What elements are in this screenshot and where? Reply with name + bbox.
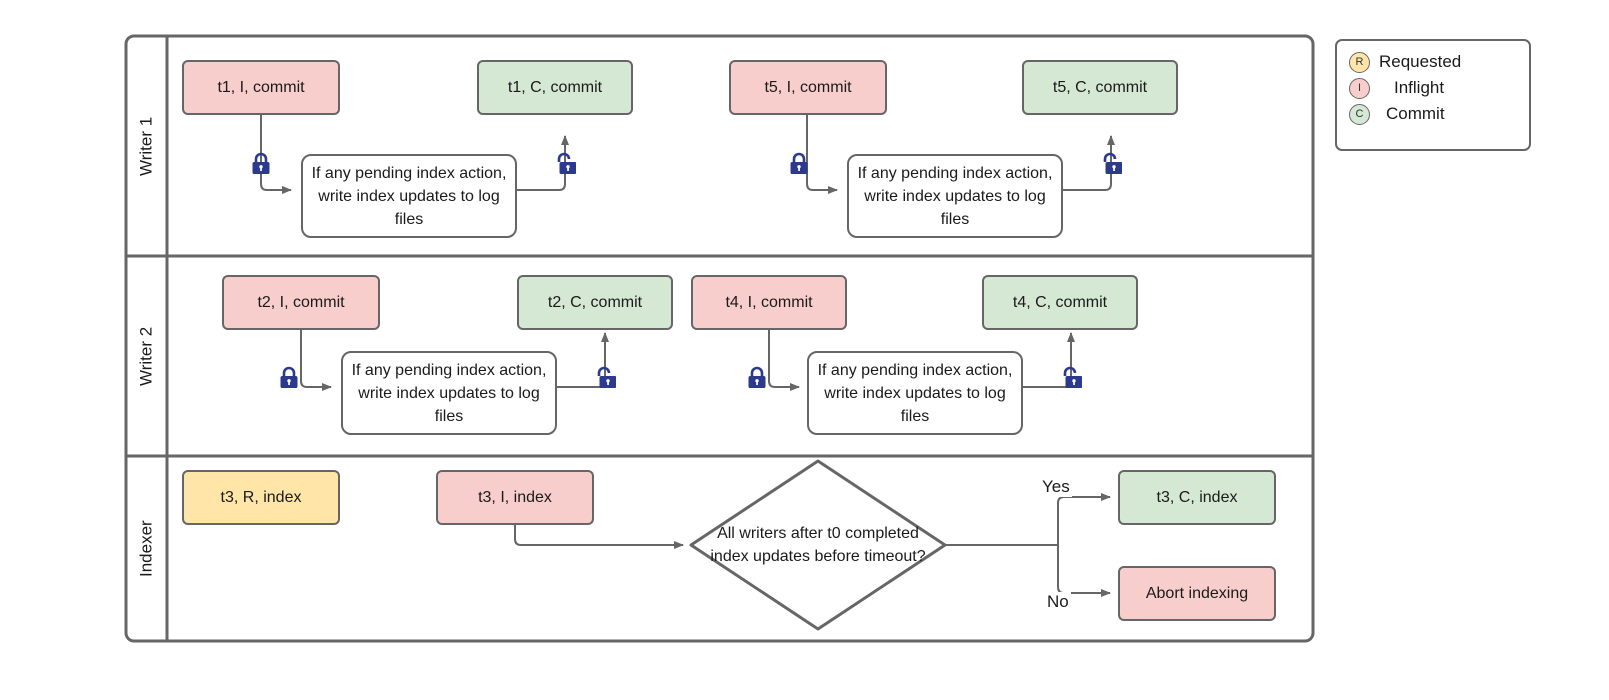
requested-status-icon: R [1349, 51, 1370, 73]
legend-item-commit: C Commit [1349, 101, 1515, 127]
lock-open-icon [557, 152, 576, 174]
node-indexer-decision[interactable]: All writers after t0 completed index upd… [710, 525, 926, 565]
legend-label-inflight: Inflight [1394, 78, 1445, 97]
inflight-status-icon: I [1349, 77, 1370, 99]
node-w1-t1-inflight[interactable]: t1, I, commit [182, 60, 340, 115]
lock-open-icon [597, 366, 616, 388]
legend-panel: R Requested I Inflight C Commit [1335, 39, 1531, 151]
legend-item-inflight: I Inflight [1349, 75, 1515, 101]
node-w1-process-b[interactable]: If any pending index action, write index… [847, 154, 1063, 238]
legend-item-requested: R Requested [1349, 49, 1515, 75]
lock-closed-icon [790, 152, 808, 174]
node-indexer-t3-inflight[interactable]: t3, I, index [436, 470, 594, 525]
lane-label-writer-1: Writer 1 [136, 116, 156, 176]
edge-label-yes: Yes [1040, 477, 1072, 497]
node-indexer-abort[interactable]: Abort indexing [1118, 566, 1276, 621]
node-indexer-t3-requested[interactable]: t3, R, index [182, 470, 340, 525]
node-w2-t4-commit[interactable]: t4, C, commit [982, 275, 1138, 330]
node-w1-t5-commit[interactable]: t5, C, commit [1022, 60, 1178, 115]
lock-closed-icon [748, 366, 766, 388]
node-w2-t4-inflight[interactable]: t4, I, commit [691, 275, 847, 330]
node-indexer-t3-commit[interactable]: t3, C, index [1118, 470, 1276, 525]
lock-open-icon [1063, 366, 1082, 388]
lane-label-indexer: Indexer [136, 520, 156, 577]
commit-status-icon: C [1349, 103, 1370, 125]
lock-closed-icon [252, 152, 270, 174]
edge-label-no: No [1045, 592, 1071, 612]
legend-label-requested: Requested [1379, 52, 1462, 71]
node-w1-t1-commit[interactable]: t1, C, commit [477, 60, 633, 115]
node-w1-process-a[interactable]: If any pending index action, write index… [301, 154, 517, 238]
node-w2-process-b[interactable]: If any pending index action, write index… [807, 351, 1023, 435]
node-w2-t2-commit[interactable]: t2, C, commit [517, 275, 673, 330]
node-w1-t5-inflight[interactable]: t5, I, commit [729, 60, 887, 115]
lock-closed-icon [280, 366, 298, 388]
lane-label-writer-2: Writer 2 [136, 326, 156, 386]
node-w2-process-a[interactable]: If any pending index action, write index… [341, 351, 557, 435]
lock-open-icon [1103, 152, 1122, 174]
node-w2-t2-inflight[interactable]: t2, I, commit [222, 275, 380, 330]
legend-label-commit: Commit [1386, 104, 1445, 123]
